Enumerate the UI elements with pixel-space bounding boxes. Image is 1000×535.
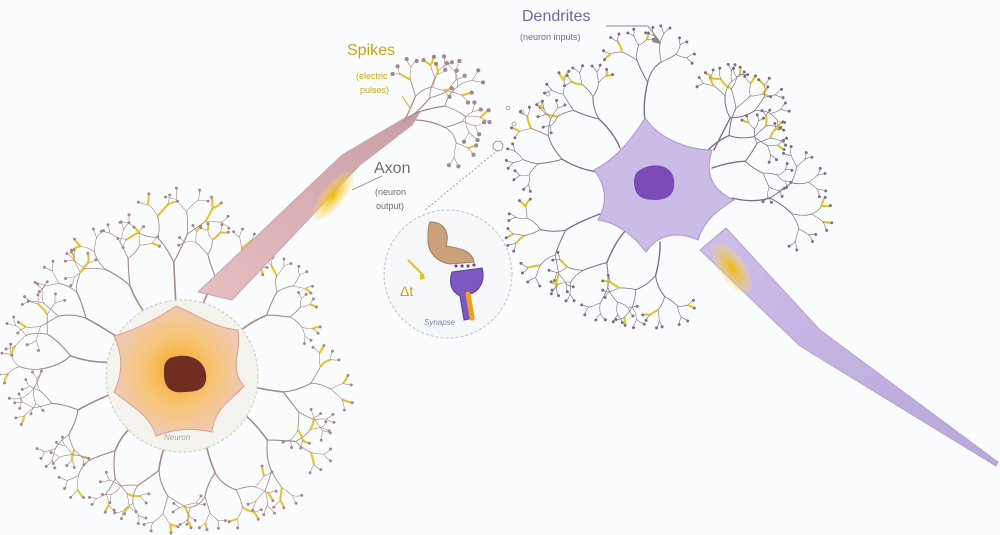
right-neuron-dendrites bbox=[504, 24, 834, 330]
axon-sublabel-line1: (neuron bbox=[375, 187, 407, 197]
right-axon-spike-glow bbox=[711, 242, 753, 294]
right-axon bbox=[699, 227, 999, 467]
dendrites-arrow bbox=[606, 25, 661, 43]
axon-pointer-line bbox=[351, 175, 383, 191]
dendrites-label: Dendrites bbox=[522, 8, 591, 25]
spikes-pointer-line bbox=[401, 95, 411, 109]
axon-sublabel-line2: output) bbox=[376, 201, 405, 211]
spikes-sublabel-line1: (electric bbox=[356, 71, 388, 81]
right-nucleus bbox=[634, 165, 675, 200]
spikes-sublabel-line2: pulses) bbox=[360, 85, 390, 95]
axon-label: Axon bbox=[374, 160, 411, 177]
axon-spike-glow bbox=[312, 171, 354, 221]
dendrites-sublabel: (neuron inputs) bbox=[520, 32, 581, 42]
axon-terminal-branches bbox=[390, 54, 551, 169]
presynaptic-terminal bbox=[427, 221, 475, 265]
delta-t-label: Δt bbox=[400, 283, 414, 299]
synapse-label: Synapse bbox=[424, 318, 456, 327]
spikes-label: Spikes bbox=[347, 42, 396, 59]
left-nucleus bbox=[164, 355, 207, 393]
synapse-inset bbox=[383, 140, 513, 339]
neuron-label: Neuron bbox=[164, 433, 191, 442]
